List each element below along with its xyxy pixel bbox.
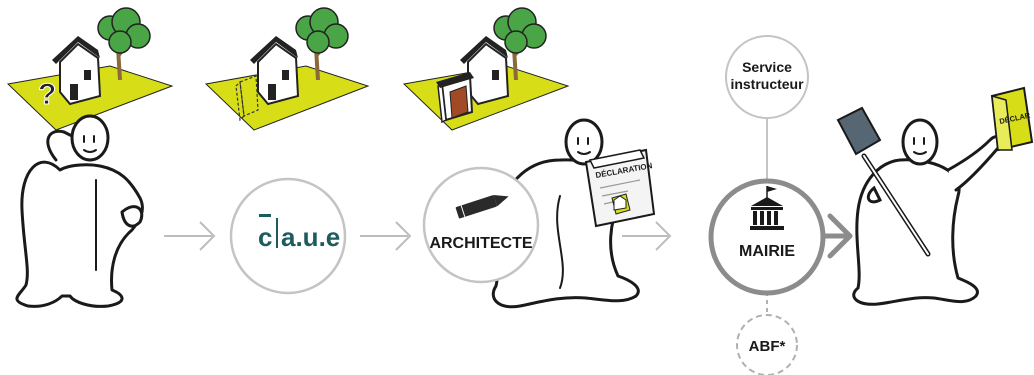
mairie-label: MAIRIE — [739, 243, 795, 260]
house — [250, 36, 300, 106]
caue-logo-divider — [276, 218, 278, 248]
house — [52, 36, 102, 106]
question-mark-icon: ? — [38, 78, 56, 111]
service-instructeur-circle: Service instructeur — [725, 35, 809, 119]
pencil-icon — [455, 194, 509, 219]
service-line1: Service — [742, 59, 792, 75]
architecte-label: ARCHITECTE — [429, 235, 532, 252]
tree — [295, 7, 349, 81]
declaration-document: DÉCLARATION — [584, 148, 656, 228]
scene-house-question: ? — [6, 7, 174, 131]
abf-circle: ABF* — [736, 314, 798, 375]
caue-logo-letter: c — [258, 222, 272, 252]
final-document: DÉCLAR — [990, 86, 1034, 152]
city-hall-icon — [750, 186, 784, 230]
abf-label: ABF* — [749, 338, 786, 355]
person-shovel — [852, 118, 1002, 306]
arrow-3 — [622, 221, 672, 251]
person-thinking — [15, 114, 144, 308]
shovel-icon — [836, 106, 931, 257]
built-extension — [436, 72, 474, 124]
step-architecte: ARCHITECTE — [422, 166, 540, 284]
service-line2: instructeur — [730, 76, 804, 92]
arrow-2 — [360, 221, 412, 251]
caue-logo-bar — [259, 214, 271, 217]
tree — [97, 7, 151, 81]
tree — [493, 7, 547, 81]
step-mairie: MAIRIE — [708, 178, 826, 296]
step-caue: c a.u.e — [229, 177, 347, 295]
scene-house-built — [402, 7, 570, 131]
caue-logo-text: a.u.e — [281, 222, 340, 252]
scene-house-extension — [204, 7, 370, 131]
flow-arrows — [164, 221, 672, 251]
arrow-1 — [164, 221, 216, 251]
extension-outline — [235, 75, 259, 122]
